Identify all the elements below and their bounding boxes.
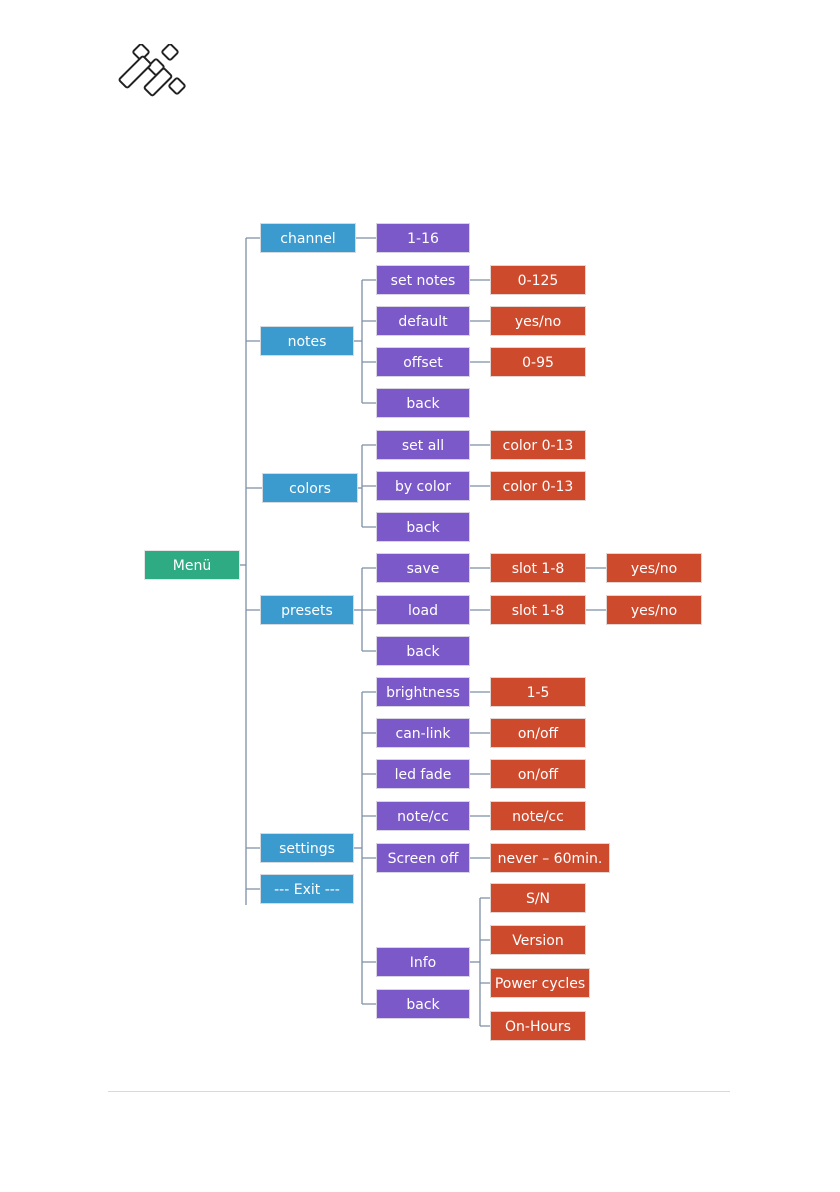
load-node: load	[376, 595, 470, 625]
offset-node: offset	[376, 347, 470, 377]
save-confirm-node: yes/no	[606, 553, 702, 583]
save-node: save	[376, 553, 470, 583]
led-fade-node: led fade	[376, 759, 470, 789]
presets-back-node: back	[376, 636, 470, 666]
load-confirm-node: yes/no	[606, 595, 702, 625]
can-link-value-node: on/off	[490, 718, 586, 748]
screen-off-node: Screen off	[376, 843, 470, 873]
note-cc-node: note/cc	[376, 801, 470, 831]
set-notes-value-node: 0-125	[490, 265, 586, 295]
info-on-hours-node: On-Hours	[490, 1011, 586, 1041]
set-all-node: set all	[376, 430, 470, 460]
info-version-node: Version	[490, 925, 586, 955]
exit-node: --- Exit ---	[260, 874, 354, 904]
load-slot-node: slot 1-8	[490, 595, 586, 625]
footer-divider	[108, 1091, 730, 1092]
notes-node: notes	[260, 326, 354, 356]
colors-node: colors	[262, 473, 358, 503]
offset-value-node: 0-95	[490, 347, 586, 377]
save-slot-node: slot 1-8	[490, 553, 586, 583]
notes-back-node: back	[376, 388, 470, 418]
led-fade-value-node: on/off	[490, 759, 586, 789]
brightness-node: brightness	[376, 677, 470, 707]
info-node: Info	[376, 947, 470, 977]
channel-range-node: 1-16	[376, 223, 470, 253]
screen-off-value-node: never – 60min.	[490, 843, 610, 873]
default-node: default	[376, 306, 470, 336]
settings-back-node: back	[376, 989, 470, 1019]
logo-tiles-icon	[118, 44, 186, 97]
info-sn-node: S/N	[490, 883, 586, 913]
by-color-value-node: color 0-13	[490, 471, 586, 501]
default-value-node: yes/no	[490, 306, 586, 336]
can-link-node: can-link	[376, 718, 470, 748]
channel-node: channel	[260, 223, 356, 253]
menu-root-node: Menü	[144, 550, 240, 580]
set-all-value-node: color 0-13	[490, 430, 586, 460]
set-notes-node: set notes	[376, 265, 470, 295]
brightness-value-node: 1-5	[490, 677, 586, 707]
note-cc-value-node: note/cc	[490, 801, 586, 831]
settings-node: settings	[260, 833, 354, 863]
presets-node: presets	[260, 595, 354, 625]
info-power-cycles-node: Power cycles	[490, 968, 590, 998]
colors-back-node: back	[376, 512, 470, 542]
by-color-node: by color	[376, 471, 470, 501]
